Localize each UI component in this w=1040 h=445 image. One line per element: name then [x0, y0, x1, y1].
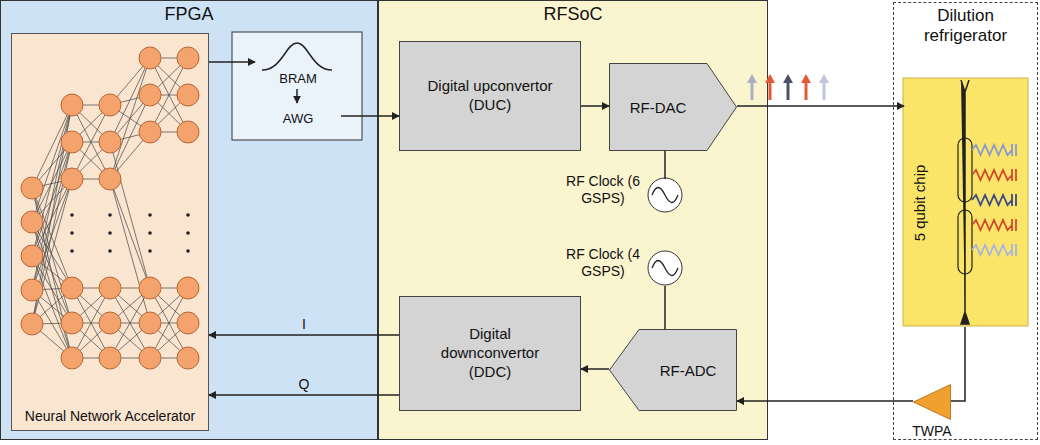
shape-outline — [913, 384, 951, 420]
node-label: RF-DAC — [630, 99, 687, 116]
node-label: AWG — [283, 111, 314, 126]
node-label: Dilution refrigerator — [898, 6, 1033, 45]
qubit-resonator — [972, 144, 1016, 156]
signal-name: Q — [296, 377, 313, 392]
feedline-loop — [958, 138, 972, 202]
node-label: RF Clock (6 GSPS) — [565, 173, 641, 207]
rfsoc-region: RFSoC Digital upconvertor (DUC) RF-DAC RF C… — [378, 0, 768, 440]
cryostat-region: Dilution refrigerator 5 qubit chipTWPA — [893, 2, 1038, 440]
generator-box: AWG — [255, 103, 341, 133]
qubit-resonator — [972, 244, 1016, 256]
clock-source: RF Clock (6 GSPS) — [649, 179, 683, 213]
node-label: 5 qubit chip — [911, 165, 928, 242]
shape-fill — [610, 330, 737, 411]
connector — [951, 327, 965, 401]
tone-arrow — [823, 82, 826, 100]
shape-fill — [610, 64, 737, 151]
accelerator-box: Neural Network Accelerator — [11, 33, 209, 431]
node-label: Digital upconvertor (DUC) — [420, 77, 560, 115]
chip-area: 5 qubit chip — [904, 79, 1029, 327]
node-label: RFSoC — [379, 4, 767, 25]
signal-name: I — [299, 317, 309, 332]
feedline — [961, 80, 969, 324]
node-label: BRAM — [256, 71, 340, 86]
converter-shape: RF-ADC — [609, 329, 737, 411]
tone-arrow — [805, 82, 808, 100]
process-box: Digital downconvertor (DDC) — [399, 296, 581, 411]
qubit-chip — [903, 78, 1028, 326]
qubit-resonator — [972, 194, 1016, 206]
amplifier-triangle: TWPA — [913, 384, 951, 420]
qubit-resonator — [972, 219, 1016, 231]
memory-box: BRAM — [255, 39, 341, 89]
tone-arrow-head — [819, 74, 829, 83]
tone-arrow — [787, 82, 790, 100]
feedline-loop — [958, 210, 972, 274]
shape-fill — [914, 385, 951, 420]
tone-arrow — [769, 82, 772, 100]
clock-source: RF Clock (4 GSPS) — [649, 252, 683, 286]
fpga-region: FPGA Neural Network Accelerator BRAM AWG — [0, 0, 378, 440]
node-label: Digital downconvertor (DDC) — [420, 325, 560, 381]
tone-arrow-head — [783, 74, 793, 83]
node-label: TWPA — [912, 423, 951, 439]
tone-arrow-head — [801, 74, 811, 83]
node-label: RF-ADC — [660, 362, 717, 379]
node-label: FPGA — [1, 4, 377, 25]
node-label: RF Clock (4 GSPS) — [565, 246, 641, 280]
qubit-resonator — [972, 169, 1016, 181]
process-box: Digital upconvertor (DUC) — [399, 41, 581, 151]
resonators — [972, 144, 1016, 256]
node-label: Neural Network Accelerator — [12, 408, 208, 424]
converter-shape: RF-DAC — [609, 63, 737, 151]
